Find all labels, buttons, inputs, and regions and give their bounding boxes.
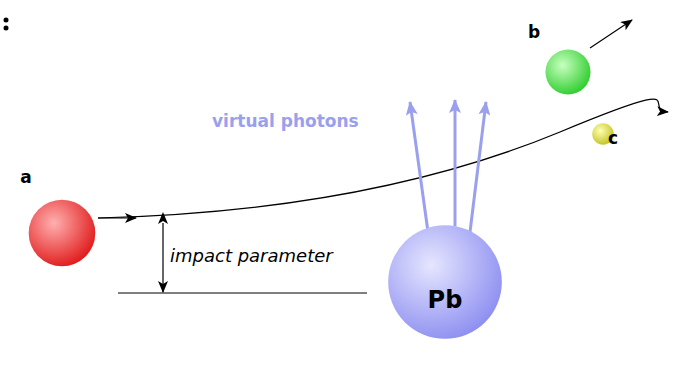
particle-a: a: [28, 199, 96, 267]
photon-arrow: [454, 100, 457, 226]
particle-label: b: [528, 22, 540, 42]
particle-b: b: [545, 49, 591, 95]
sphere-shape: [28, 199, 96, 267]
photon-label: virtual photons: [212, 111, 359, 131]
impact-arrow: [162, 223, 163, 292]
photon-arrow: [410, 102, 428, 232]
b-direction: [590, 20, 632, 48]
impact-label: impact parameter: [170, 245, 333, 266]
nucleus-label: Pb: [428, 286, 463, 314]
particle-c: c: [592, 123, 614, 145]
photon-arrow: [470, 102, 486, 232]
dot: [4, 26, 9, 31]
sphere-shape: [545, 49, 591, 95]
dot: [4, 18, 9, 23]
lead-nucleus: Pb: [387, 224, 503, 340]
particle-label: a: [20, 167, 31, 187]
sphere-shape: [387, 224, 503, 340]
trajectory: [98, 99, 668, 218]
axis-line: [118, 292, 367, 293]
particle-label: c: [608, 128, 618, 148]
